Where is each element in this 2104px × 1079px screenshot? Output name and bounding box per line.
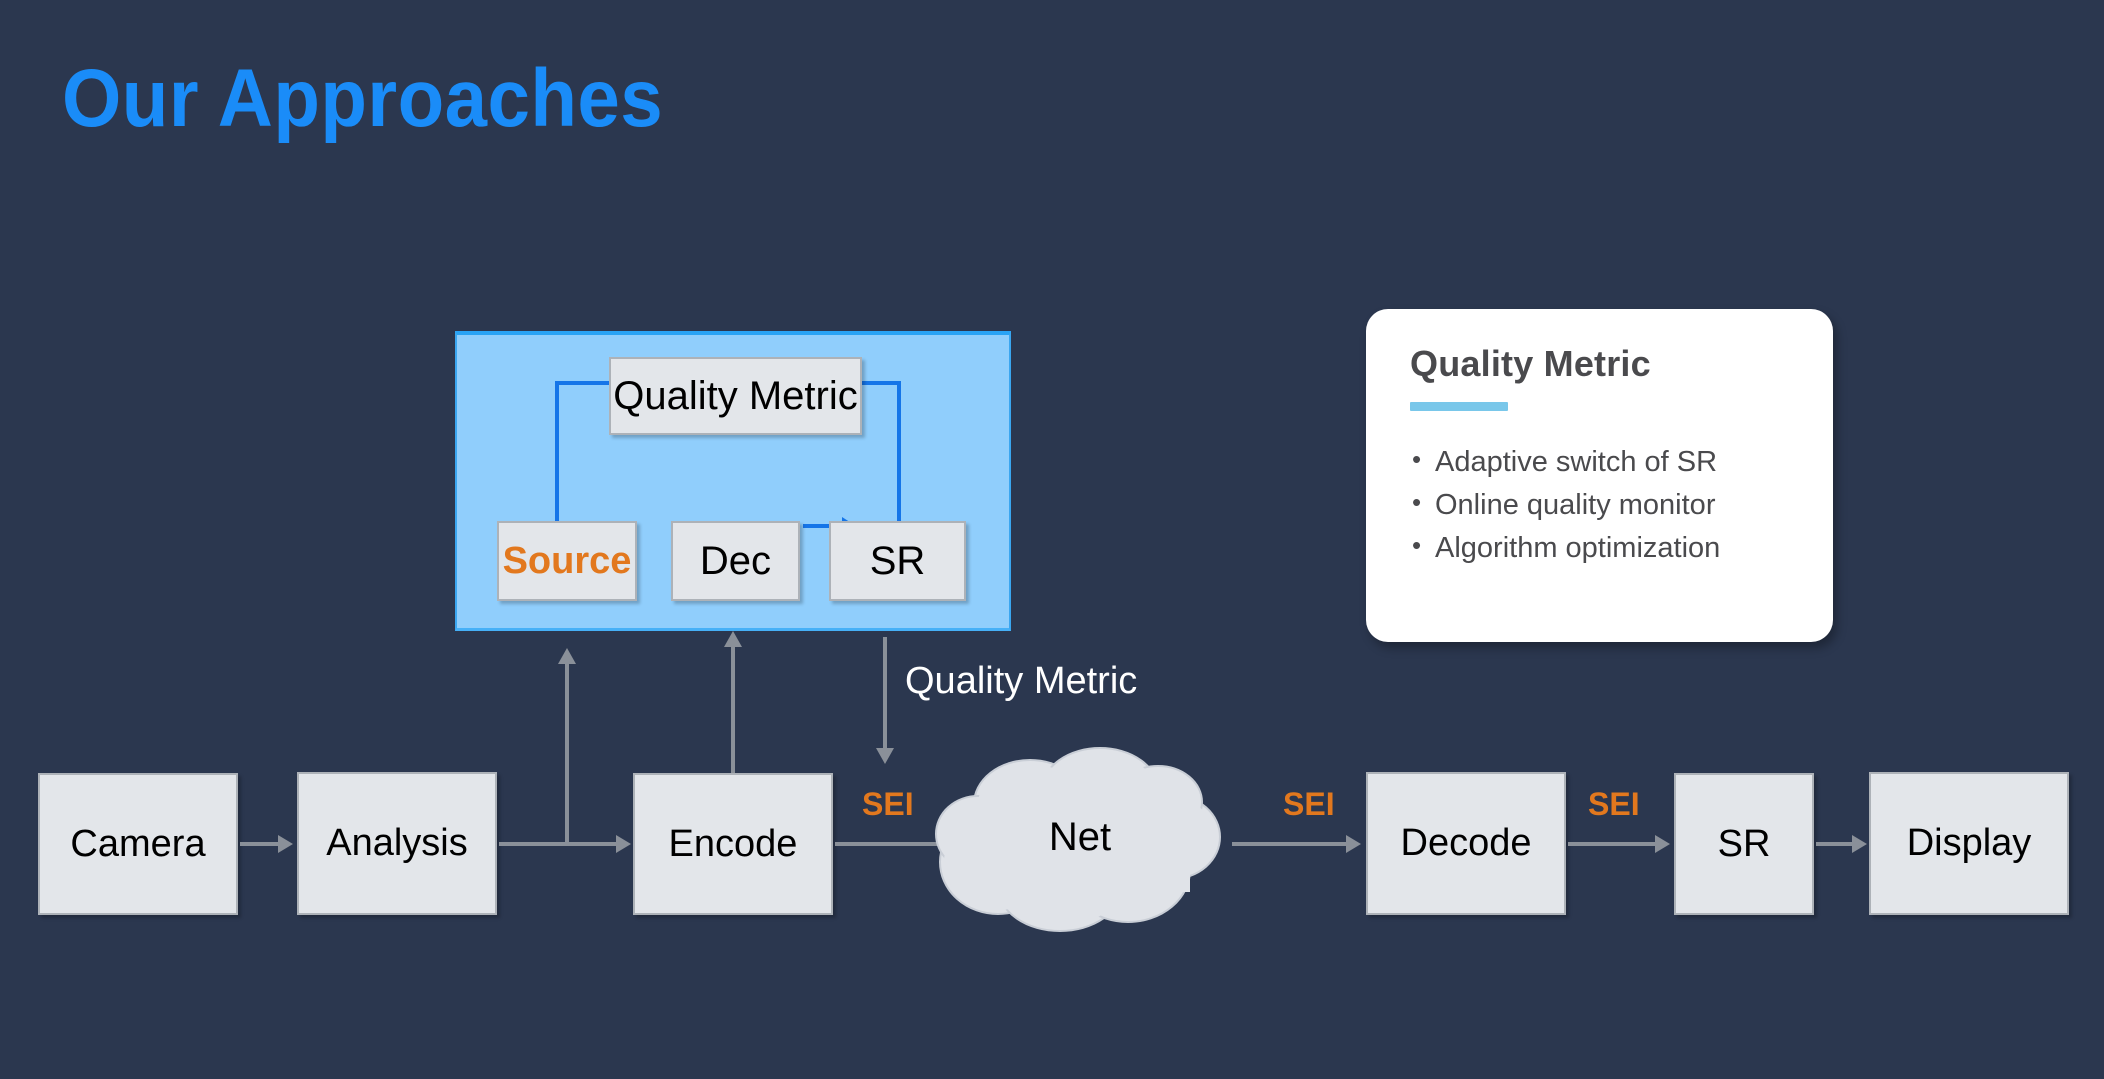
- arrow-head-decode-to-sr: [1655, 835, 1670, 853]
- connector-source-to-quality-metric-horizontal: [555, 381, 615, 385]
- panel-box-quality-metric[interactable]: Quality Metric: [609, 357, 862, 435]
- list-item: Algorithm optimization: [1410, 526, 1791, 570]
- panel-box-sr[interactable]: SR: [829, 521, 966, 601]
- pipeline-box-sr[interactable]: SR: [1674, 773, 1814, 915]
- arrow-head-up-to-panel-left: [558, 648, 576, 664]
- panel-box-dec[interactable]: Dec: [671, 521, 800, 601]
- connector-dec-to-sr: [803, 524, 845, 528]
- connector-encode-to-panel: [731, 647, 735, 775]
- network-cloud[interactable]: Net: [920, 742, 1240, 932]
- panel-box-source[interactable]: Source: [497, 521, 637, 601]
- arrow-head-sr-to-display: [1852, 835, 1867, 853]
- connector-camera-to-analysis: [240, 842, 280, 846]
- connector-encode-to-net: [835, 842, 945, 846]
- arrow-head-down-to-network: [876, 748, 894, 764]
- page-title: Our Approaches: [62, 53, 664, 144]
- connector-decode-to-sr: [1568, 842, 1658, 846]
- cloud-icon: [935, 747, 1221, 932]
- list-item: Adaptive switch of SR: [1410, 440, 1791, 484]
- info-card-quality-metric: Quality Metric Adaptive switch of SR Onl…: [1366, 309, 1833, 642]
- list-item: Online quality monitor: [1410, 483, 1791, 527]
- connector-net-to-decode: [1232, 842, 1348, 846]
- info-card-title: Quality Metric: [1410, 343, 1651, 384]
- pipeline-box-analysis[interactable]: Analysis: [297, 772, 497, 915]
- quality-metric-caption: Quality Metric: [905, 660, 1138, 702]
- connector-sr-to-quality-metric-vertical: [897, 381, 901, 525]
- arrow-head-up-to-panel-encode: [724, 631, 742, 647]
- pipeline-box-camera[interactable]: Camera: [38, 773, 238, 915]
- connector-analysis-to-encode: [499, 842, 617, 846]
- info-card-accent-bar: [1410, 402, 1508, 411]
- connector-sr-to-quality-metric-horizontal: [851, 381, 901, 385]
- connector-panel-to-network: [883, 637, 887, 750]
- connector-pipeline-to-panel-left: [565, 664, 569, 846]
- connector-sr-to-display: [1816, 842, 1854, 846]
- info-card-bullet-list: Adaptive switch of SR Online quality mon…: [1410, 440, 1791, 570]
- sei-label-net-to-decode: SEI: [1283, 786, 1335, 822]
- pipeline-box-display[interactable]: Display: [1869, 772, 2069, 915]
- connector-source-to-quality-metric-vertical: [555, 381, 559, 525]
- sei-label-encode-to-net: SEI: [862, 786, 914, 822]
- pipeline-box-decode[interactable]: Decode: [1366, 772, 1566, 915]
- arrow-head-camera-to-analysis: [278, 835, 293, 853]
- arrow-head-net-to-decode: [1346, 835, 1361, 853]
- arrow-head-analysis-to-encode: [616, 835, 631, 853]
- pipeline-box-encode[interactable]: Encode: [633, 773, 833, 915]
- sei-label-decode-to-sr: SEI: [1588, 786, 1640, 822]
